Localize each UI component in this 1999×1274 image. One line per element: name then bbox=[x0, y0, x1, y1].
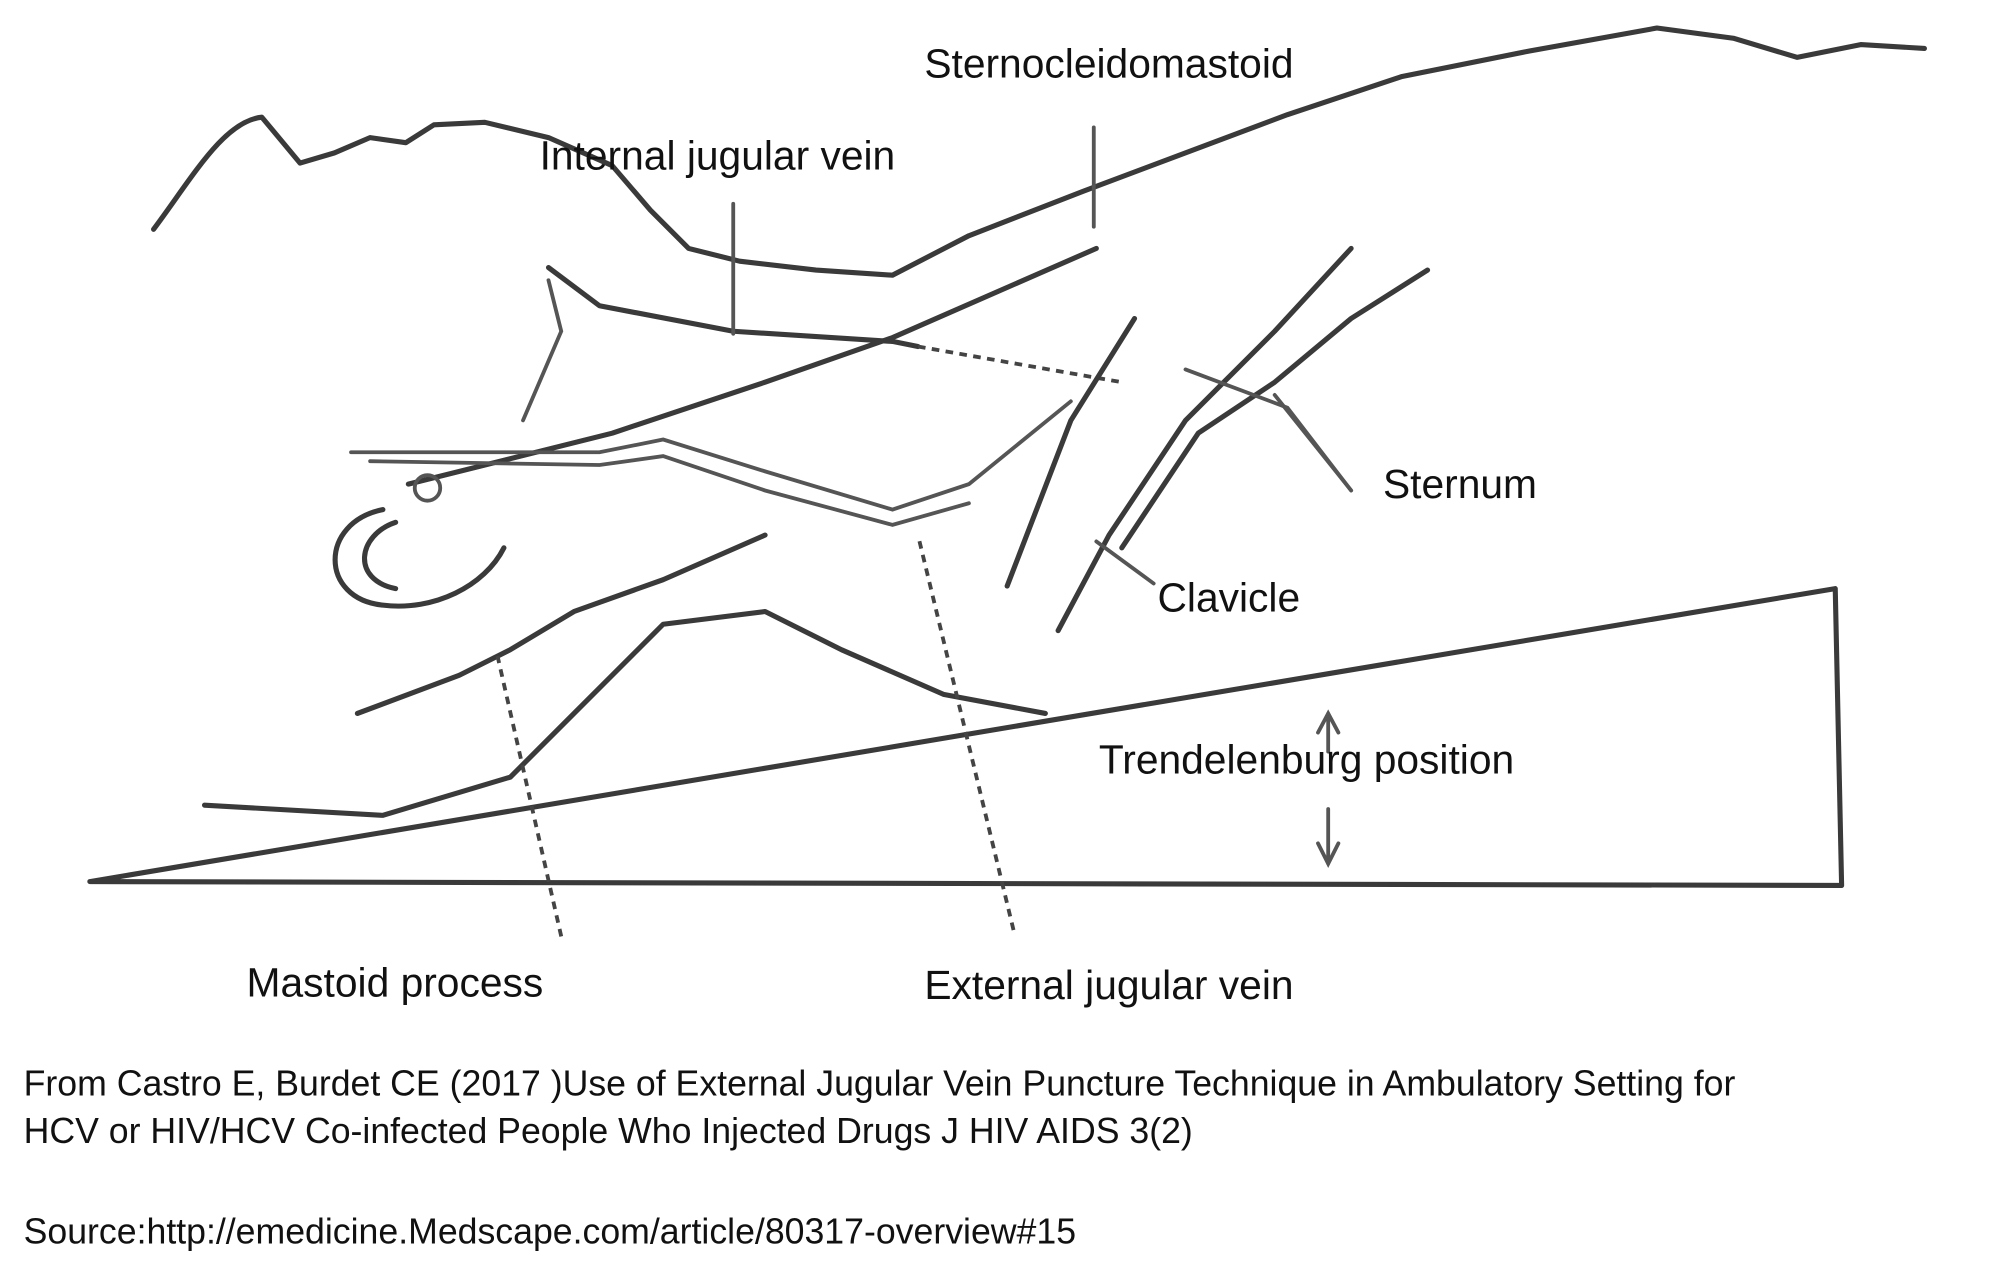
label-internal-jugular-vein: Internal jugular vein bbox=[540, 132, 896, 178]
ear bbox=[332, 507, 507, 609]
arrow-trendelenburg-up bbox=[1316, 709, 1341, 754]
trendelenburg-wedge bbox=[87, 586, 1845, 888]
shoulder-line bbox=[201, 608, 1048, 818]
internal-jugular-dashed bbox=[917, 344, 1123, 385]
arrow-mastoid bbox=[495, 655, 564, 937]
label-external-jugular-vein: External jugular vein bbox=[924, 962, 1293, 1008]
pointer-arrows bbox=[495, 125, 1354, 937]
arrow-external-jugular bbox=[916, 534, 1016, 931]
arrow-sternum bbox=[1272, 393, 1354, 493]
ear-canal bbox=[412, 473, 443, 503]
arrow-trendelenburg-down bbox=[1316, 807, 1341, 869]
caption-source: Source:http://emedicine.Medscape.com/art… bbox=[24, 1211, 1076, 1251]
label-trendelenburg-position: Trendelenburg position bbox=[1099, 736, 1514, 782]
label-sternum: Sternum bbox=[1383, 461, 1537, 507]
external-jugular-vein-2 bbox=[368, 454, 971, 527]
jaw-line bbox=[354, 532, 768, 716]
external-jugular-vein bbox=[349, 399, 1073, 512]
neck-strap bbox=[521, 278, 564, 423]
head-neck-outline bbox=[151, 25, 1927, 278]
clavicle-bones bbox=[1004, 245, 1431, 634]
sketch-drawing bbox=[87, 25, 1927, 888]
caption-line-1: From Castro E, Burdet CE (2017 )Use of E… bbox=[24, 1064, 1736, 1104]
caption-line-2: HCV or HIV/HCV Co-infected People Who In… bbox=[24, 1111, 1193, 1151]
label-clavicle: Clavicle bbox=[1157, 575, 1300, 621]
arrow-clavicle bbox=[1094, 539, 1156, 586]
sternocleidomastoid-line bbox=[405, 245, 1099, 487]
label-sternocleidomastoid: Sternocleidomastoid bbox=[924, 41, 1293, 87]
label-mastoid-process: Mastoid process bbox=[247, 959, 544, 1005]
